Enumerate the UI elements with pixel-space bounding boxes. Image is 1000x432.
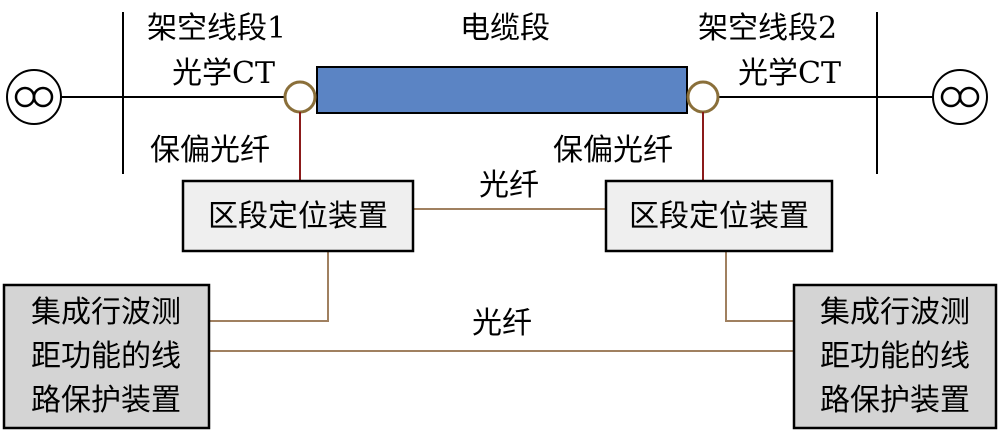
- fiber-top-label: 光纤: [479, 168, 539, 203]
- optical-ct-left-icon: [283, 80, 317, 114]
- protection-right-line-3: 路保护装置: [820, 383, 970, 418]
- cable-segment-label: 电缆段: [460, 11, 550, 46]
- fiber-left-drop: [209, 251, 329, 322]
- overhead-segment-1-label: 架空线段1: [147, 11, 286, 46]
- protection-right-line-1: 集成行波测: [820, 295, 970, 330]
- protection-left-line-3: 路保护装置: [31, 383, 181, 418]
- locator-right-box: [604, 179, 834, 253]
- protection-left-line-1: 集成行波测: [31, 295, 181, 330]
- optical-ct-right-label: 光学CT: [738, 56, 841, 91]
- protection-right-box: [792, 283, 998, 430]
- generator-left-icon: [6, 69, 62, 125]
- locator-left-label: 区段定位装置: [208, 199, 388, 234]
- fiber-right-drop: [725, 251, 794, 322]
- locator-right-label: 区段定位装置: [629, 199, 809, 234]
- optical-ct-right-icon: [686, 80, 720, 114]
- optical-ct-left-label: 光学CT: [172, 56, 275, 91]
- overhead-segment-2-label: 架空线段2: [698, 11, 837, 46]
- cable-segment: [316, 66, 688, 114]
- protection-left-line-2: 距功能的线: [31, 339, 181, 374]
- protection-right-line-2: 距功能的线: [820, 339, 970, 374]
- pm-fiber-left-label: 保偏光纤: [150, 133, 270, 168]
- locator-left-box: [181, 179, 415, 253]
- generator-right-icon: [932, 69, 988, 125]
- pm-fiber-right-label: 保偏光纤: [553, 133, 673, 168]
- protection-left-box: [2, 283, 211, 430]
- fiber-bottom-label: 光纤: [472, 306, 532, 341]
